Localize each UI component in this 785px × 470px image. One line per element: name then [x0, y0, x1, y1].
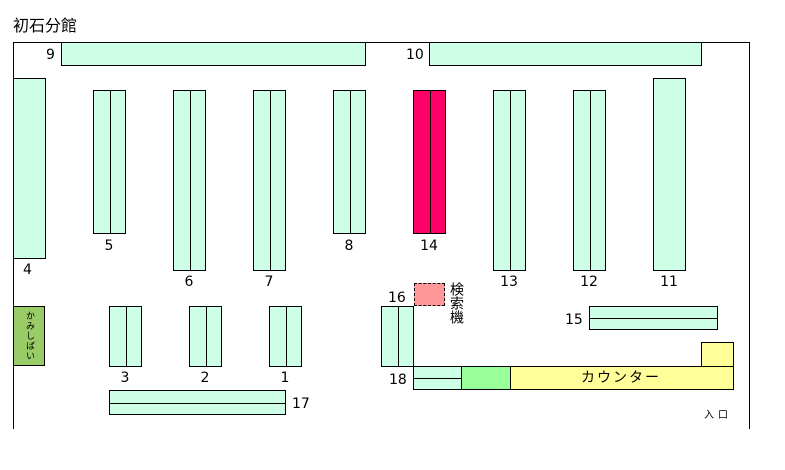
kamishibai-shelf[interactable]: かみしばい — [13, 306, 45, 366]
counter-green-section — [461, 366, 511, 390]
wall-right — [749, 42, 750, 429]
shelf-2[interactable] — [189, 306, 222, 367]
shelf-15[interactable] — [589, 306, 718, 330]
page-title: 初石分館 — [13, 16, 78, 35]
shelf-1[interactable] — [269, 306, 302, 367]
shelf-label-7: 7 — [264, 274, 274, 290]
counter: カウンター — [510, 366, 734, 390]
shelf-label-12: 12 — [580, 274, 598, 290]
shelf-8[interactable] — [333, 90, 366, 234]
shelf-label-10: 10 — [406, 47, 424, 63]
shelf-label-2: 2 — [200, 370, 210, 386]
shelf-label-13: 13 — [500, 274, 518, 290]
shelf-17[interactable] — [109, 390, 286, 415]
counter-yellow-top — [701, 342, 734, 367]
shelf-13[interactable] — [493, 90, 526, 271]
shelf-4[interactable] — [13, 78, 46, 259]
shelf-7[interactable] — [253, 90, 286, 271]
shelf-label-1: 1 — [280, 370, 290, 386]
shelf-label-14: 14 — [420, 238, 438, 254]
shelf-label-17: 17 — [292, 396, 310, 412]
shelf-label-16: 16 — [388, 290, 406, 306]
shelf-label-8: 8 — [344, 238, 354, 254]
search-terminal[interactable] — [414, 283, 445, 306]
shelf-5[interactable] — [93, 90, 126, 234]
shelf-18[interactable] — [413, 366, 462, 390]
wall-top — [13, 42, 750, 43]
shelf-label-18: 18 — [389, 372, 407, 388]
shelf-label-3: 3 — [120, 370, 130, 386]
shelf-10[interactable] — [429, 42, 702, 66]
shelf-9[interactable] — [61, 42, 366, 66]
shelf-label-9: 9 — [46, 47, 55, 63]
shelf-14[interactable] — [413, 90, 446, 234]
shelf-label-11: 11 — [660, 274, 678, 290]
shelf-3[interactable] — [109, 306, 142, 367]
shelf-11[interactable] — [653, 78, 686, 271]
shelf-6[interactable] — [173, 90, 206, 271]
shelf-label-6: 6 — [184, 274, 194, 290]
shelf-16[interactable] — [381, 306, 414, 367]
shelf-12[interactable] — [573, 90, 606, 271]
shelf-label-15: 15 — [565, 312, 583, 328]
shelf-label-4: 4 — [23, 262, 32, 278]
shelf-label-5: 5 — [104, 238, 114, 254]
entrance-label: 入口 — [704, 410, 732, 421]
search-terminal-label: 検索機 — [448, 282, 464, 324]
